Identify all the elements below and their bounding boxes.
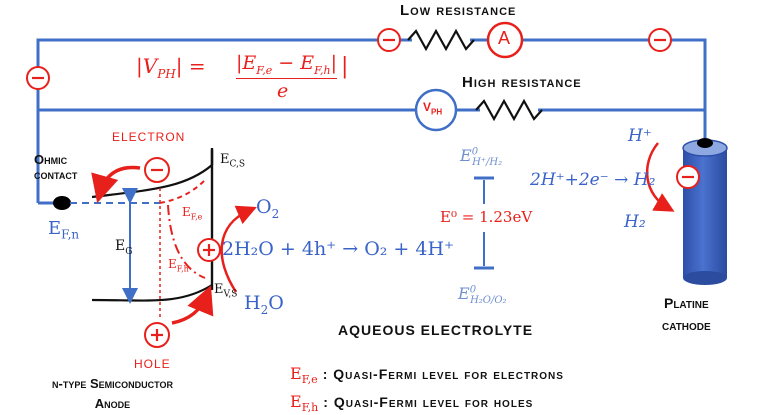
e0-h-label: E0H⁺/H₂: [460, 146, 503, 169]
low-resistor: [407, 28, 475, 52]
quasi-fermi-electron: [159, 179, 206, 204]
high-resistance-label: High resistance: [462, 74, 582, 91]
h-plus-label: H⁺: [628, 126, 652, 146]
oxidation-equation: 2H₂O + 4h⁺ → O₂ + 4H⁺: [222, 238, 455, 260]
quasi-fermi-hole: [167, 204, 206, 279]
h2-arrow: [645, 142, 675, 212]
o2-arrow: [220, 205, 257, 293]
efh-label: EF,h: [168, 257, 189, 274]
vph-denominator: e: [277, 80, 289, 102]
e0-o-label: E0H₂O/O₂: [458, 284, 507, 307]
low-resistance-wire: [36, 38, 707, 203]
aqueous-electrolyte-label: AQUEOUS ELECTROLYTE: [338, 322, 534, 338]
electron-label: ELECTRON: [112, 130, 186, 144]
valence-band: [91, 284, 213, 302]
ev-label: EV,S: [214, 282, 238, 300]
ohmic-contact-dot: [53, 196, 71, 210]
e0-value: E⁰ = 1.23eV: [440, 208, 533, 226]
reduction-equation: 2H⁺+2e⁻ → H₂: [530, 170, 656, 190]
vph-abs-bar: |: [341, 54, 349, 79]
vph-formula: |VPH| =: [136, 54, 206, 81]
voltmeter-label: VPH: [423, 100, 443, 117]
vph-numerator: |EF,e − EF,h|: [236, 52, 337, 79]
legend-efh: EF,h : Quasi-Fermi level for holes: [290, 392, 534, 415]
electron-arrow: [91, 165, 141, 204]
high-resistor: [475, 98, 543, 122]
h2-label: H₂: [624, 212, 646, 232]
ammeter-label: A: [498, 28, 511, 48]
voltmeter: [414, 88, 458, 132]
legend-efe: EF,e : Quasi-Fermi level for electrons: [290, 364, 564, 387]
ec-label: EC,S: [220, 152, 246, 170]
efe-label: EF,e: [182, 205, 203, 222]
hole-arrow: [171, 285, 214, 325]
eg-label: EG: [115, 238, 133, 257]
efn-label: EF,n: [48, 218, 80, 242]
h2o-label: H2O: [244, 292, 284, 317]
ammeter: [486, 21, 524, 59]
hole-label: HOLE: [134, 357, 171, 371]
low-resistance-label: Low resistance: [400, 2, 517, 19]
o2-label: O2: [256, 196, 280, 221]
